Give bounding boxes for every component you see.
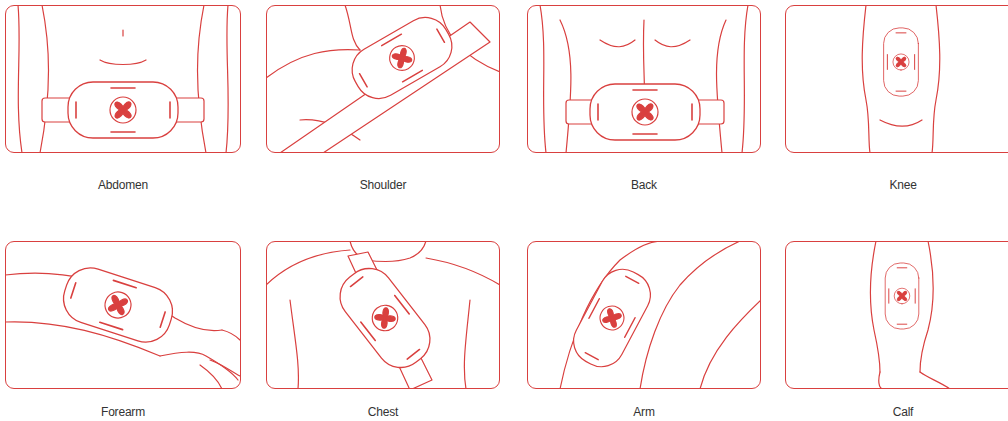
body-panel: Abdomen <box>5 5 241 153</box>
panel-label: Back <box>508 178 780 192</box>
body-panel: Arm <box>527 241 761 389</box>
body-panel: Knee <box>785 5 1008 153</box>
panel-label: Knee <box>766 178 1008 192</box>
panel-label: Calf <box>766 405 1008 419</box>
body-panel: Calf <box>785 241 1008 389</box>
body-panel: Back <box>527 5 761 153</box>
panel-label: Arm <box>508 405 780 419</box>
body-panel: Chest <box>266 241 500 389</box>
panel-label: Abdomen <box>0 178 260 192</box>
panel-label: Forearm <box>0 405 260 419</box>
panel-label: Shoulder <box>247 178 519 192</box>
body-panel: Shoulder <box>266 5 500 153</box>
panel-label: Chest <box>247 405 519 419</box>
body-panel: Forearm <box>5 241 241 389</box>
